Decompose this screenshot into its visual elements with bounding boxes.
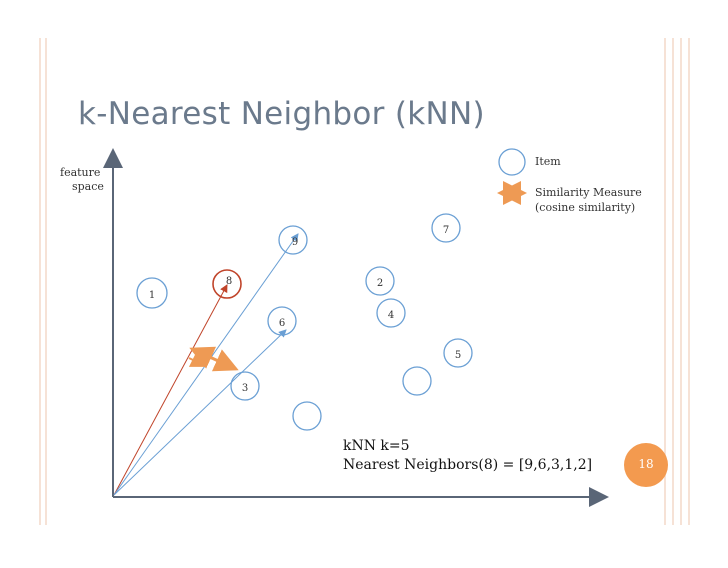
slide-title: k-Nearest Neighbor (kNN) <box>78 96 485 132</box>
axis-label-space: space <box>72 180 104 193</box>
item-label-6: 6 <box>279 318 285 329</box>
item-circle-unlabeled-a <box>402 366 432 396</box>
item-circle-7: 7 <box>431 213 461 243</box>
page-number: 18 <box>638 457 654 471</box>
legend <box>497 148 527 205</box>
similarity-arrow-small <box>188 352 207 367</box>
item-label-9: 9 <box>292 237 298 248</box>
blue-vector-to-6 <box>113 329 287 496</box>
axis-label-feature: feature <box>60 166 101 179</box>
similarity-arrow <box>189 346 239 372</box>
item-circle-1: 1 <box>136 277 168 309</box>
item-label-4: 4 <box>388 310 394 321</box>
item-circle-6: 6 <box>267 306 297 336</box>
item-circle-9: 9 <box>278 225 308 255</box>
red-vector-to-8 <box>113 284 228 496</box>
item-circle-2: 2 <box>365 266 395 296</box>
item-label-7: 7 <box>443 225 449 236</box>
item-label-5: 5 <box>455 350 461 361</box>
page-number-badge <box>624 443 668 487</box>
legend-similarity-label: Similarity Measure <box>535 186 642 199</box>
item-circle-4: 4 <box>376 298 406 328</box>
item-label-1: 1 <box>149 290 155 301</box>
item-circle-unlabeled-b <box>292 401 322 431</box>
knn-info-line2: Nearest Neighbors(8) = [9,6,3,1,2] <box>343 457 593 473</box>
legend-item-label: Item <box>535 155 561 168</box>
item-circle-3: 3 <box>230 371 260 401</box>
slide-border-lines <box>39 38 690 525</box>
item-circle-8: 8 <box>212 269 242 299</box>
blue-vector-to-9 <box>113 233 299 496</box>
item-label-8: 8 <box>226 276 232 287</box>
item-label-3: 3 <box>242 383 248 394</box>
item-label-2: 2 <box>377 278 383 289</box>
knn-info-line1: kNN k=5 <box>343 438 410 454</box>
legend-similarity-sub: (cosine similarity) <box>535 201 636 214</box>
item-circle-5: 5 <box>443 338 473 368</box>
legend-item-circle <box>498 148 526 176</box>
